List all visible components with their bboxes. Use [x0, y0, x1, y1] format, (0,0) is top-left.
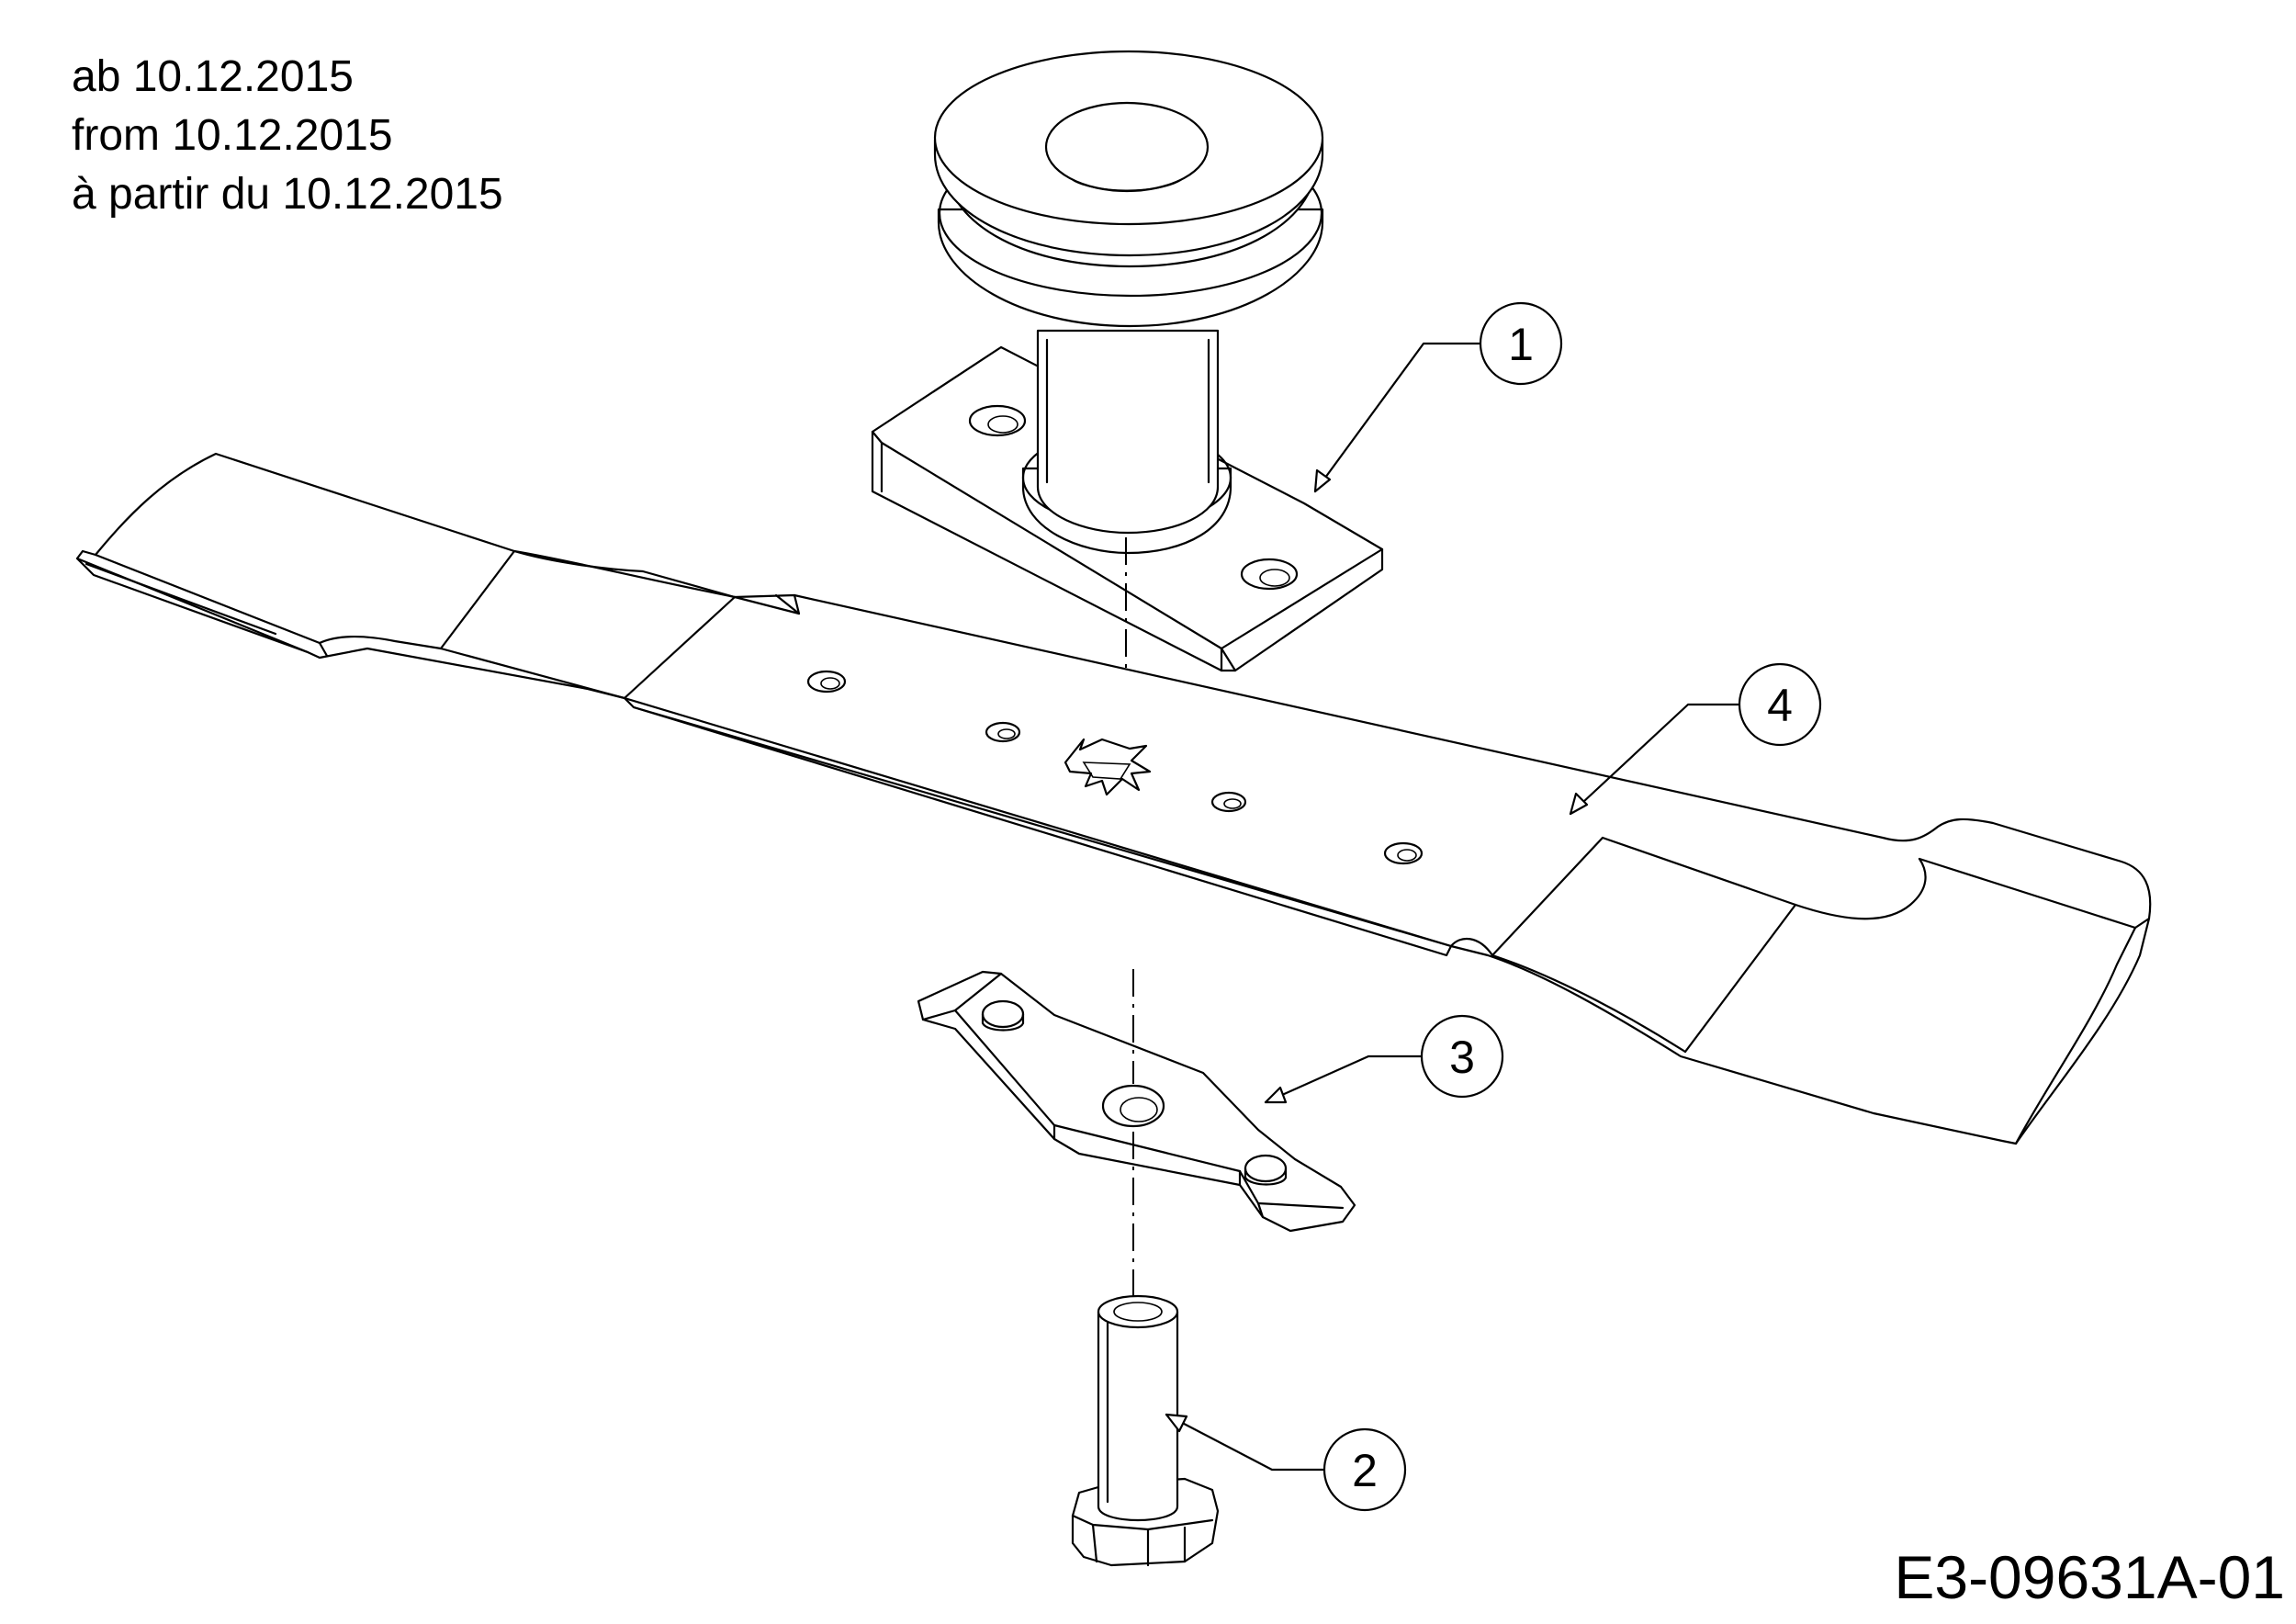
callout-1: 1	[1313, 301, 1563, 493]
callout-2-label: 2	[1352, 1445, 1378, 1496]
date-line-en: from 10.12.2015	[72, 111, 393, 160]
blade-adapter	[917, 970, 1356, 1233]
center-axis-lines	[1125, 537, 1134, 1297]
callout-4: 4	[1569, 662, 1822, 816]
callout-1-label: 1	[1508, 319, 1534, 370]
spindle-assembly	[871, 50, 1384, 672]
mower-blade	[75, 452, 2152, 1145]
document-code: E3-09631A-01	[1894, 1543, 2285, 1611]
callout-2: 2	[1165, 1413, 1407, 1512]
callout-3: 3	[1264, 1014, 1504, 1104]
bolt	[1071, 1294, 1220, 1567]
date-line-de: ab 10.12.2015	[72, 52, 354, 101]
date-line-fr: à partir du 10.12.2015	[72, 170, 503, 219]
callout-4-label: 4	[1767, 680, 1793, 731]
callout-3-label: 3	[1449, 1032, 1475, 1083]
